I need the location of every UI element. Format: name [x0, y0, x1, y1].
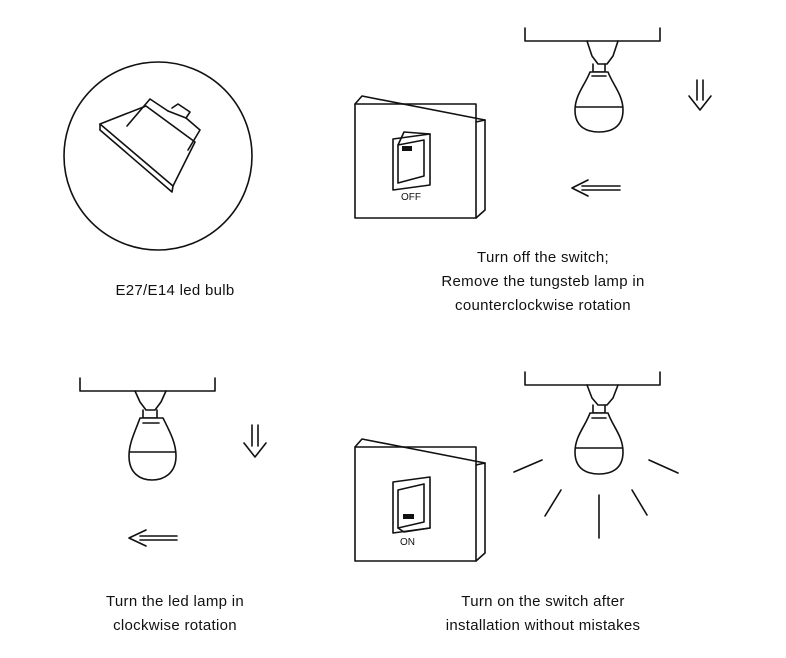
led-lamp-lit-icon — [574, 404, 624, 475]
ceiling-fixture — [524, 27, 661, 65]
caption-bulb: E27/E14 led bulb — [40, 279, 310, 303]
caption-step-turn-off: Turn off the switch; Remove the tungsteb… — [370, 246, 716, 318]
ceiling-fixture — [79, 377, 216, 411]
ceiling-fixture — [524, 371, 661, 406]
led-lamp-icon — [128, 409, 177, 481]
light-rays-icon — [513, 459, 679, 539]
switch-on-label: ON — [400, 537, 415, 548]
bulb-base-icon — [63, 61, 253, 251]
caption-line: Remove the tungsteb lamp in — [441, 273, 645, 290]
caption-line: Turn the led lamp in — [105, 593, 244, 610]
wall-switch-off-icon — [354, 95, 486, 219]
switch-off-label: OFF — [401, 192, 421, 203]
down-arrow-icon — [688, 79, 712, 111]
caption-line: Turn on the switch after — [461, 593, 625, 610]
caption-bulb-text: E27/E14 led bulb — [115, 282, 235, 299]
left-arrow-icon — [128, 529, 178, 547]
caption-line: Turn off the switch; — [477, 249, 609, 266]
down-arrow-icon — [243, 424, 267, 458]
left-arrow-icon — [571, 179, 621, 197]
caption-line: installation without mistakes — [445, 617, 641, 634]
wall-switch-on-icon — [354, 438, 486, 562]
caption-line: clockwise rotation — [113, 617, 237, 634]
caption-line: counterclockwise rotation — [455, 297, 631, 314]
caption-step-install-led: Turn the led lamp in clockwise rotation — [20, 590, 330, 638]
tungsten-lamp-icon — [574, 63, 624, 133]
caption-step-turn-on: Turn on the switch after installation wi… — [400, 590, 686, 638]
